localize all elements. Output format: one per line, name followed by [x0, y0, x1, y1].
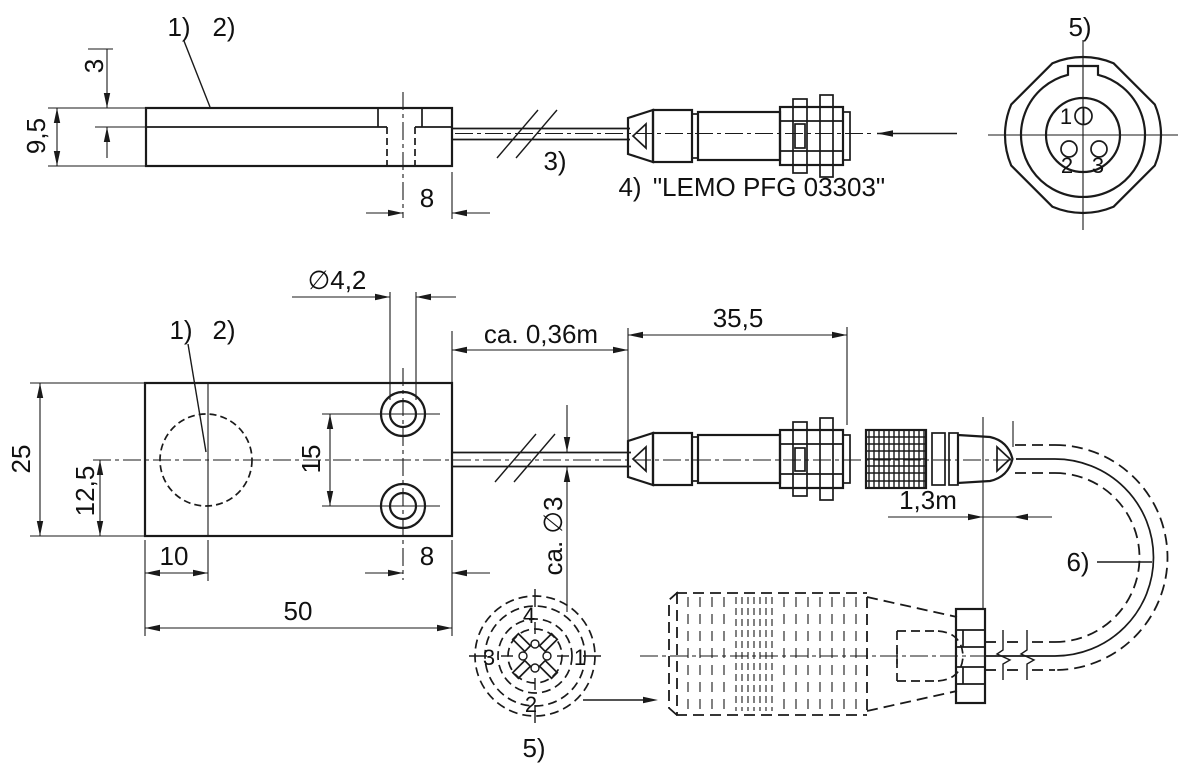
- pigtail-plug-top: 3) 4) "LEMO PFG 03303": [452, 94, 957, 202]
- callout-face-top: 5): [1068, 12, 1091, 42]
- plug-face-view: 5) 1 2 3: [988, 12, 1178, 230]
- dim-plate-thickness: 3: [79, 59, 109, 73]
- top-callout-leader: [187, 343, 207, 453]
- extension-cable: 6): [985, 444, 1169, 680]
- coupler-knurl: [687, 597, 857, 711]
- mid-plug-nose: [956, 433, 1014, 485]
- dim-extension-length: 1,3m: [899, 485, 957, 515]
- top-callout-1: 1): [169, 315, 192, 345]
- dim-pigtail-length: ca. 0,36m: [484, 319, 598, 349]
- pin-1-label: 1: [1060, 104, 1072, 129]
- dim-face-offset: 10: [160, 541, 189, 571]
- socket-hole-top: [530, 639, 540, 649]
- side-callout-2: 2): [212, 12, 235, 42]
- side-callout-1: 1): [167, 12, 190, 42]
- coupler-connector: [640, 591, 987, 717]
- cable-break-symbol: [496, 109, 539, 159]
- dim-hole-pitch: 15: [296, 445, 326, 474]
- dim-body-length: 50: [284, 596, 313, 626]
- socket-hole-bottom: [530, 663, 540, 673]
- coupler-pos-2-label: 2: [525, 692, 537, 717]
- side-view: 1) 2) 3 9,5 8: [21, 12, 490, 219]
- cable-bend-center: [1054, 458, 1155, 657]
- dim-hole-to-edge-top: 8: [420, 541, 434, 571]
- coupler-keyway-slots: [511, 632, 559, 680]
- coupler-face-view: 4 3 1 2 5): [469, 589, 658, 763]
- mid-cable-break-symbol: [494, 433, 537, 483]
- dim-plug-length: 35,5: [713, 303, 764, 333]
- mid-plug-barrel: [696, 433, 782, 485]
- pin-3-contact: [1090, 140, 1108, 158]
- top-view: 1) 2) ∅4,2 25 12,5 15 10: [6, 265, 1013, 636]
- pin-2-label: 2: [1061, 153, 1073, 178]
- dim-body-height: 9,5: [21, 118, 51, 154]
- coupler-pos-3-label: 3: [483, 645, 495, 670]
- plug-barrel: [696, 110, 782, 162]
- nose-triangle-icon: [996, 445, 1012, 473]
- callout-cable: 3): [543, 146, 566, 176]
- callout-face-bottom: 5): [522, 733, 545, 763]
- dim-mounting-hole-dia: ∅4,2: [308, 265, 367, 295]
- cable-break-zigzag: [995, 630, 1012, 680]
- mid-assembly: ca. 0,36m 35,5 ca. ∅3: [451, 303, 1052, 612]
- plug-face-outer-contour: [1003, 55, 1163, 215]
- callout-extension: 6): [1066, 547, 1089, 577]
- coupler-face-edge: [668, 591, 679, 717]
- dim-body-width: 25: [6, 445, 36, 474]
- coupler-nut: [954, 607, 987, 705]
- plug-face-key-ring: [1019, 64, 1147, 198]
- mid-boot-triangle-icon: [631, 445, 647, 473]
- coupler-face-insert: [497, 618, 573, 694]
- dim-cable-dia: ca. ∅3: [538, 496, 568, 575]
- boot-triangle-icon: [631, 122, 647, 150]
- socket-hole-left: [518, 651, 528, 661]
- plug-face-insert: [1044, 96, 1122, 174]
- knurled-section: [864, 428, 928, 490]
- cable-bend-outer: [1054, 444, 1169, 671]
- dim-hole-to-edge-side: 8: [420, 183, 434, 213]
- callout-plug: 4): [618, 172, 641, 202]
- lemo-type-label: "LEMO PFG 03303": [653, 172, 885, 202]
- cable-bend-inner: [1054, 472, 1141, 643]
- pin-2-contact: [1060, 140, 1078, 158]
- top-callout-2: 2): [212, 315, 235, 345]
- side-callout-leader: [183, 40, 211, 108]
- coupler-pos-1-label: 1: [574, 645, 586, 670]
- socket-hole-right: [542, 651, 552, 661]
- coupler-pos-4-label: 4: [523, 603, 535, 628]
- dim-axis-offset: 12,5: [70, 466, 100, 517]
- sensor-side-outline: [144, 106, 454, 168]
- pin-3-label: 3: [1092, 153, 1104, 178]
